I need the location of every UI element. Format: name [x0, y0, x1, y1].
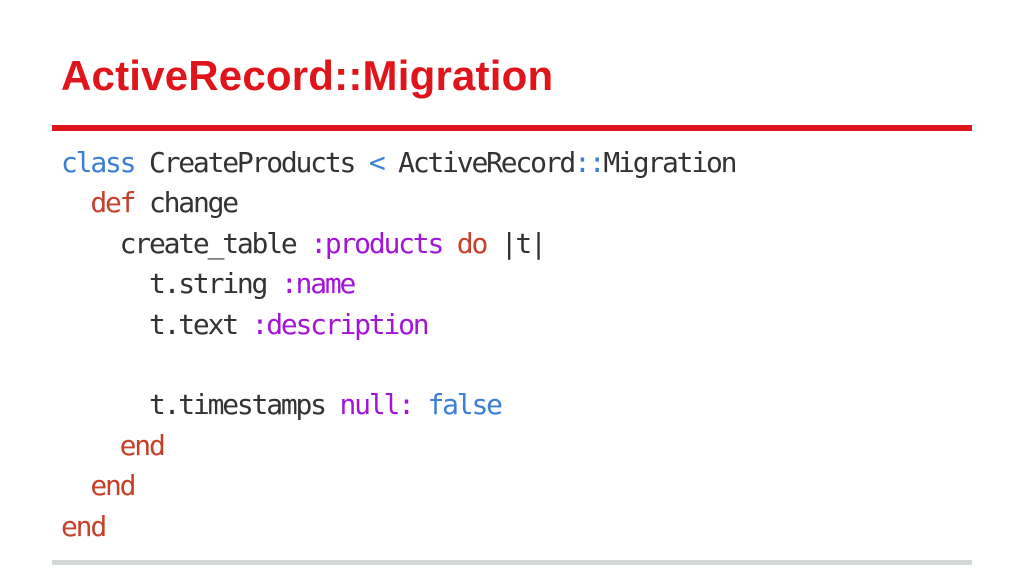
footer-divider [52, 560, 972, 565]
code-token: def [90, 186, 136, 220]
code-line [61, 345, 735, 385]
code-token: ActiveRecord [383, 146, 576, 179]
code-token: null: [339, 388, 416, 422]
code-token [61, 469, 90, 502]
title-underline [52, 125, 972, 131]
code-token: t.timestamps [61, 388, 340, 422]
code-line: create_table :products do |t| [61, 224, 735, 264]
code-line: end [61, 426, 735, 466]
code-token [413, 388, 428, 421]
code-line: class CreateProducts < ActiveRecord::Mig… [61, 143, 737, 183]
code-token: < [368, 146, 386, 179]
code-line: t.text :description [61, 305, 735, 345]
code-line: t.string :name [61, 264, 735, 304]
code-token: end [61, 509, 107, 543]
code-token: change [134, 186, 239, 220]
code-line: end [61, 466, 735, 506]
code-token: :description [251, 307, 430, 341]
code-token: create_table [61, 226, 311, 260]
code-token: t.string [61, 267, 281, 301]
code-token: do [456, 226, 489, 260]
code-token: CreateProducts [134, 146, 369, 179]
code-token: class [61, 146, 137, 179]
code-token: :products [310, 226, 444, 260]
slide-title: ActiveRecord::Migration [61, 52, 554, 99]
code-token: Migration [603, 146, 737, 179]
code-token: end [119, 428, 166, 462]
code-line: end [61, 507, 735, 547]
code-token: |t| [486, 226, 547, 260]
code-token: :: [574, 146, 606, 179]
code-token [61, 429, 120, 462]
code-token [61, 186, 90, 219]
code-token: end [90, 469, 136, 503]
code-token: :name [280, 267, 357, 301]
code-line: def change [61, 183, 735, 223]
code-line: t.timestamps null: false [61, 385, 735, 425]
code-token: false [427, 388, 503, 422]
code-token [442, 227, 457, 260]
code-token: t.text [61, 307, 252, 341]
code-block: class CreateProducts < ActiveRecord::Mig… [61, 143, 737, 547]
